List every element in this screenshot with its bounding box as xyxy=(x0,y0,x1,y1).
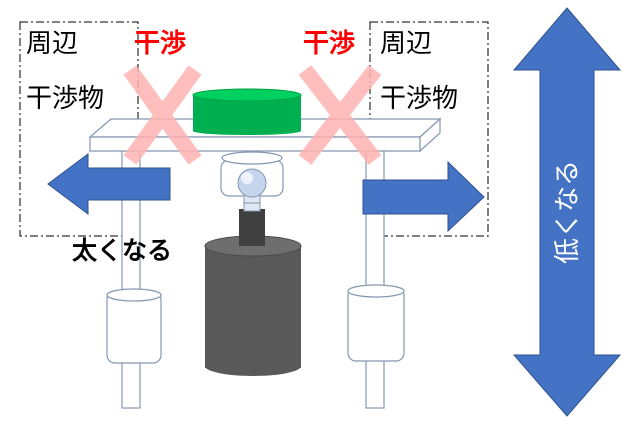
linear-bushing-left-top xyxy=(106,288,162,302)
lower-double-arrow xyxy=(512,7,622,417)
motor-shaft-block xyxy=(239,209,265,246)
thicker-label: 太くなる xyxy=(72,236,172,265)
stage-plate-side xyxy=(419,117,441,153)
motor-bottom xyxy=(205,356,301,376)
workpiece-top xyxy=(192,88,302,102)
widen-arrow-right xyxy=(362,160,485,233)
surrounding-object-left-label-1: 周辺 xyxy=(26,29,78,59)
workpiece-bottom xyxy=(193,127,301,135)
surrounding-object-left-label-2: 干渉物 xyxy=(26,84,104,114)
interference-label-right: 干渉 xyxy=(303,29,355,59)
ball-joint-neck xyxy=(221,151,283,165)
guide-rod-right-lower xyxy=(365,359,385,409)
surrounding-object-right-label-2: 干渉物 xyxy=(380,84,458,114)
lower-label: 低くなる xyxy=(553,160,583,264)
widen-arrow-left xyxy=(47,153,171,215)
linear-bushing-right-top xyxy=(347,284,405,298)
guide-rod-right-upper xyxy=(365,147,385,292)
linear-bushing-right xyxy=(347,286,405,362)
interference-cross-right xyxy=(298,65,382,165)
ball-joint-ball xyxy=(237,168,267,198)
motor-body xyxy=(205,246,301,368)
interference-cross-left xyxy=(123,65,202,165)
interference-label-left: 干渉 xyxy=(134,29,186,59)
guide-rod-left-lower xyxy=(121,359,141,409)
linear-bushing-left xyxy=(106,290,162,364)
surrounding-object-right-label-1: 周辺 xyxy=(380,29,432,59)
ball-joint-ball-highlight xyxy=(241,172,253,184)
